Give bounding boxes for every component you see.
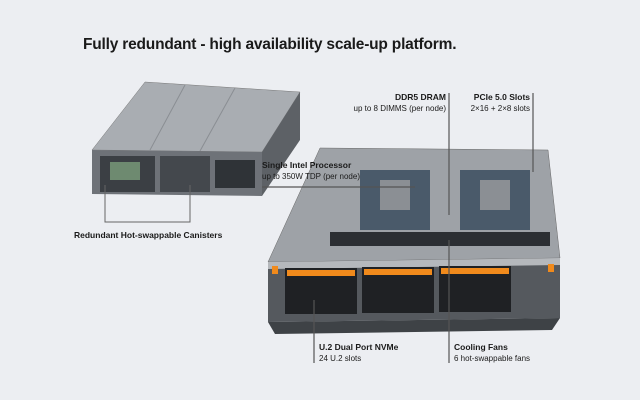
ddr5-callout: DDR5 DRAM up to 8 DIMMS (per node): [330, 92, 446, 114]
processor-callout: Single Intel Processor up to 350W TDP (p…: [262, 160, 360, 182]
pcie-detail: 2×16 + 2×8 slots: [470, 104, 530, 113]
processor-detail: up to 350W TDP (per node): [262, 172, 360, 181]
ddr5-detail: up to 8 DIMMS (per node): [353, 104, 446, 113]
fans-detail: 6 hot-swappable fans: [454, 354, 531, 363]
rear-server-image: [91, 81, 301, 196]
pcie-label: PCIe 5.0 Slots: [473, 92, 530, 102]
nvme-callout: U.2 Dual Port NVMe 24 U.2 slots: [319, 342, 398, 364]
fans-label: Cooling Fans: [454, 342, 508, 352]
nvme-label: U.2 Dual Port NVMe: [319, 342, 399, 352]
fans-callout: Cooling Fans 6 hot-swappable fans: [454, 342, 530, 364]
drive-bays: [272, 264, 554, 314]
canisters-callout: Redundant Hot-swappable Canisters: [74, 230, 222, 241]
processor-label: Single Intel Processor: [262, 160, 352, 170]
canisters-bracket: [104, 185, 191, 223]
canisters-label: Redundant Hot-swappable Canisters: [74, 230, 223, 240]
front-server-image: [267, 147, 561, 334]
pcie-callout: PCIe 5.0 Slots 2×16 + 2×8 slots: [450, 92, 530, 114]
nvme-detail: 24 U.2 slots: [319, 354, 362, 363]
ddr5-label: DDR5 DRAM: [395, 92, 446, 102]
page-title: Fully redundant - high availability scal…: [83, 36, 457, 53]
